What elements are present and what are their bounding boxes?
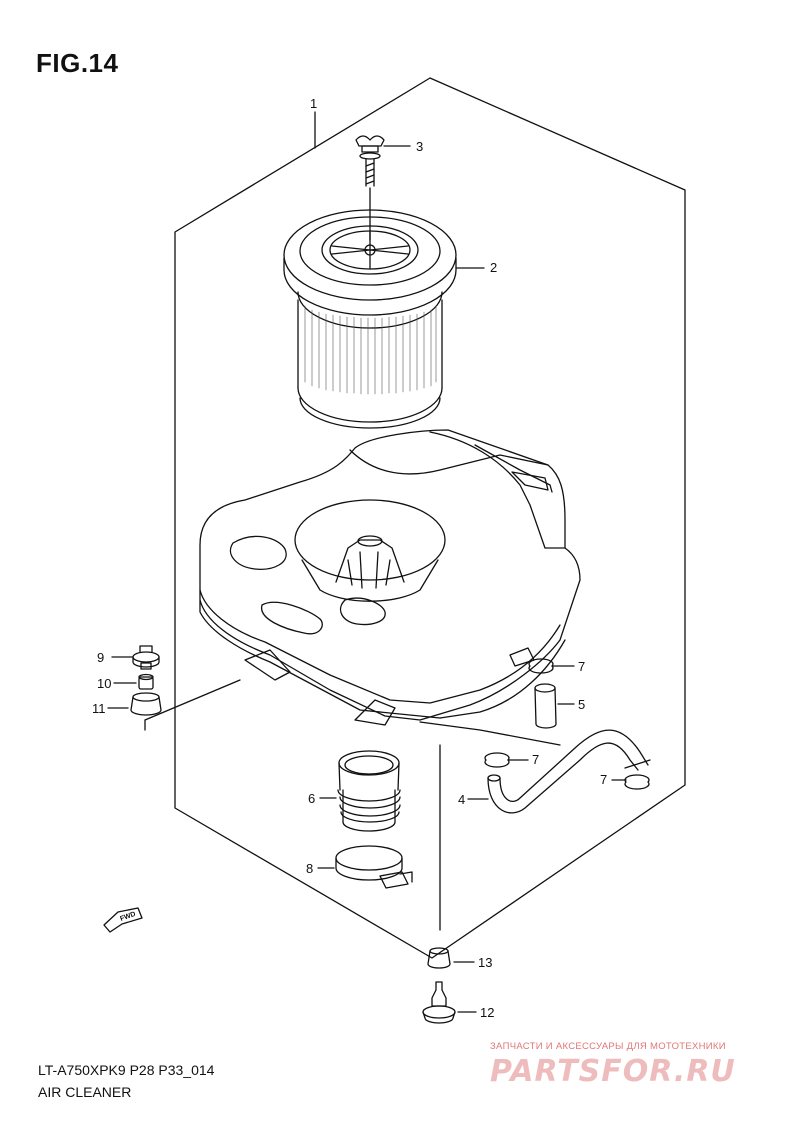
wing-bolt-3 [355,135,411,241]
grommet-11 [130,692,162,716]
figure-title: FIG.14 [36,48,119,78]
bolt-9 [132,645,160,670]
watermark-logo: PARTSFOR.RU [490,1054,736,1089]
callout-7-right: 7 [600,772,608,787]
drain-hose-4 [467,729,651,814]
collar-10 [138,673,154,690]
callout-6: 6 [308,791,316,806]
drain-cap-13 [427,947,475,969]
callout-1: 1 [310,96,318,111]
callout-7-middle: 7 [532,752,540,767]
diagram-name: AIR CLEANER [38,1084,132,1100]
leader-9-11 [144,679,241,731]
forward-arrow-mark [103,907,143,933]
callout-7-upper: 7 [578,659,586,674]
hose-clamp-8 [317,845,413,889]
callout-5: 5 [578,697,586,712]
hose-clip-7b [484,752,529,768]
callout-10: 10 [97,676,112,691]
hose-clip-7c [611,774,650,790]
assembly-outline [174,77,686,959]
callout-9: 9 [97,650,105,665]
hose-clip-7a [528,658,575,674]
callout-12: 12 [480,1005,495,1020]
callout-2: 2 [490,260,498,275]
air-cleaner-case [199,429,581,746]
drain-plug-12 [422,981,477,1024]
callout-8: 8 [306,861,314,876]
connector-tube-6 [319,750,401,832]
watermark-tagline: ЗАПЧАСТИ И АКСЕССУАРЫ ДЛЯ МОТОТЕХНИКИ [490,1041,726,1052]
callout-11: 11 [92,701,106,716]
callout-4: 4 [458,792,466,807]
diagram-code: LT-A750XPK9 P28 P33_014 [38,1062,215,1078]
air-filter-element-2 [283,209,485,429]
callout-13: 13 [478,955,493,970]
callout-3: 3 [416,139,424,154]
hose-5 [534,683,575,729]
